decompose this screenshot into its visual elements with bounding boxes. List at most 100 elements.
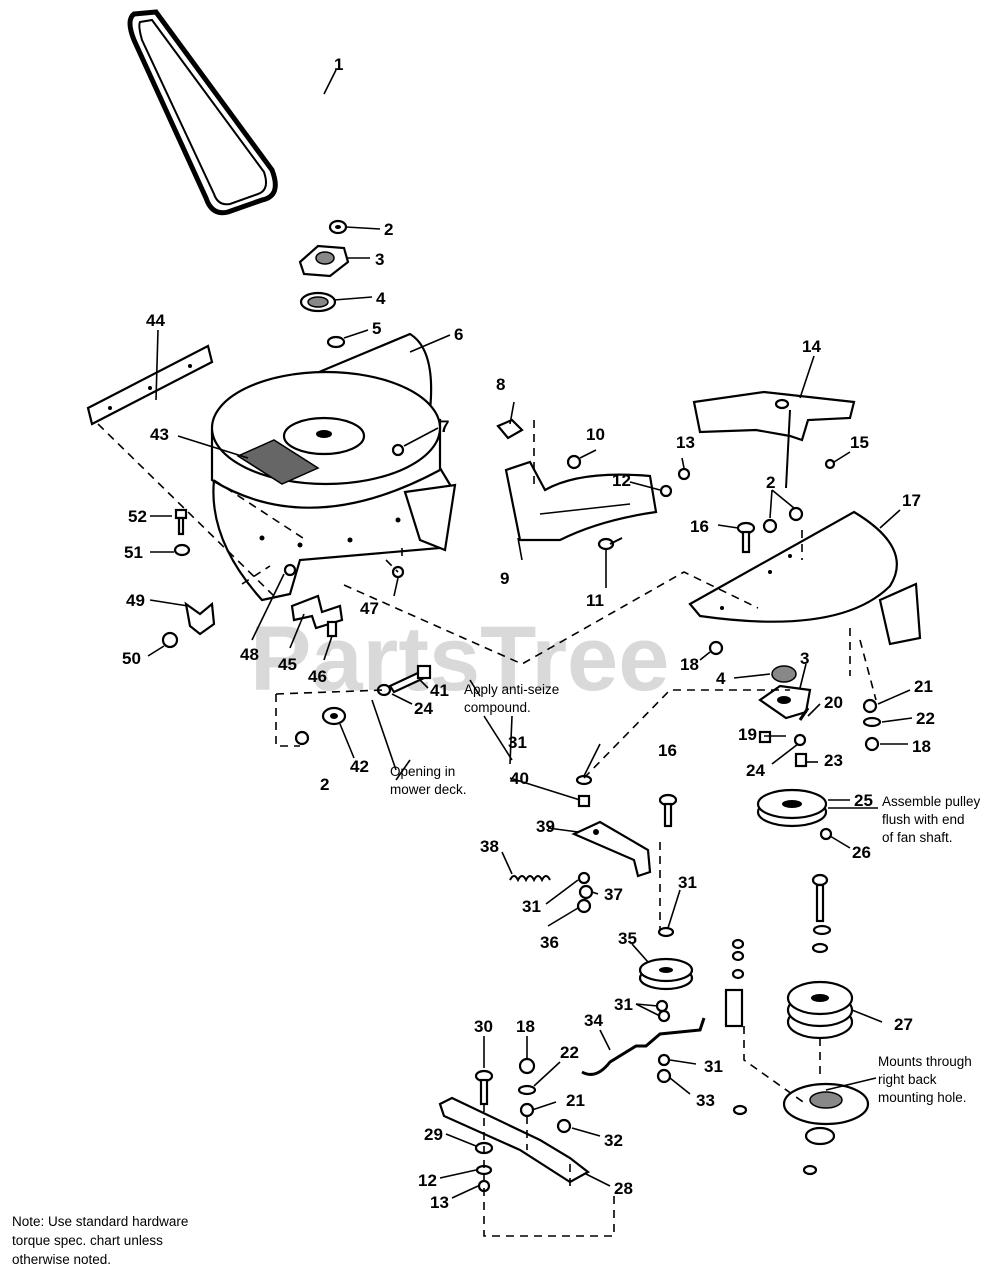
nut-18c [518,1057,536,1075]
assembly-lines [97,420,877,1237]
callout-51: 51 [124,543,143,562]
callout-43: 43 [150,425,169,444]
callout-16b: 16 [658,741,677,760]
callout-31a: 31 [508,733,527,752]
callout-44: 44 [146,311,165,330]
screw-26 [819,827,833,841]
callout-13b: 13 [430,1193,449,1212]
note-anti-seize: Apply anti-seize compound. [464,682,559,715]
note-assemble-pulley: Assemble pulley flush with end of fan sh… [882,794,981,845]
washer-22b [517,1084,537,1096]
callout-46: 46 [308,667,327,686]
washer-22a [862,716,882,728]
nut-50 [161,631,179,649]
bearing-flange-3b [758,684,812,720]
callout-31b: 31 [522,897,541,916]
bolt-11 [597,537,623,551]
bearing-4b [771,665,797,683]
clip-8 [496,418,524,440]
idler-arm-39 [571,820,652,878]
callout-7: 7 [440,417,449,436]
callout-4b: 4 [716,669,726,688]
nut-2c [294,730,310,746]
note-mounts-line2: right back [878,1072,937,1087]
spring-38 [509,875,551,883]
bolt-23 [794,752,808,768]
callout-3: 3 [375,250,384,269]
callout-24a: 24 [414,699,433,718]
callout-31c: 31 [678,873,697,892]
nut-48 [283,563,297,577]
callout-21a: 21 [914,677,933,696]
callout-15: 15 [850,433,869,452]
callout-31e: 31 [704,1057,723,1076]
leader-lines [147,69,913,1199]
note-anti-seize-line2: compound. [464,700,531,715]
callout-2b: 2 [766,473,775,492]
washer-12a [659,484,673,498]
watermark: PartsTree [250,608,669,710]
callout-19: 19 [738,725,757,744]
bar-44 [86,344,214,426]
callout-40: 40 [510,769,529,788]
washer-5 [326,335,346,349]
callout-49: 49 [126,591,145,610]
key-15 [824,458,836,470]
blade-28 [438,1096,590,1184]
bolt-30 [474,1069,494,1106]
nut-18a [708,640,724,656]
note-hardware-line2: torque spec. chart unless [12,1233,163,1248]
note-hardware-line3: otherwise noted. [12,1252,111,1267]
callout-29: 29 [424,1125,443,1144]
callout-22b: 22 [560,1043,579,1062]
nut-2b [762,506,804,534]
spacer-42 [321,706,347,726]
note-hardware: Note: Use standard hardware torque spec.… [12,1214,188,1267]
bolt-10 [566,454,582,470]
bolt-16b [658,793,678,828]
note-assemble-line1: Assemble pulley [882,794,981,809]
callout-17: 17 [902,491,921,510]
bolt-46 [326,620,338,638]
callout-6: 6 [454,325,463,344]
callout-27: 27 [894,1015,913,1034]
callout-36: 36 [540,933,559,952]
bearing-4 [299,291,337,313]
callout-35: 35 [618,929,637,948]
rod-34 [581,1017,706,1076]
callout-25: 25 [854,791,873,810]
callout-41: 41 [430,681,449,700]
note-opening: Opening in mower deck. [390,764,467,797]
bolt-52 [174,508,188,536]
spindle-hub [732,1082,870,1176]
callout-38: 38 [480,837,499,856]
callout-39: 39 [536,817,555,836]
callout-3b: 3 [800,649,809,668]
nut-21a [862,698,878,714]
nut-18b [864,736,880,752]
bearing-flange-3 [298,244,350,278]
bracket-45 [290,594,344,630]
note-mounts-line1: Mounts through [878,1054,972,1069]
washer-31b [577,871,591,885]
callout-34: 34 [584,1011,603,1030]
callout-8: 8 [496,375,505,394]
spacer-40 [577,794,591,808]
callout-2c: 2 [320,775,329,794]
callout-30: 30 [474,1017,493,1036]
callout-1: 1 [334,55,343,74]
nut-13a [677,467,691,481]
callout-14: 14 [802,337,821,356]
deflector-9 [504,460,658,542]
washers-31d [655,999,671,1023]
wing-nut-49 [184,601,216,636]
callout-labels: 1 2 3 4 5 6 7 8 9 10 11 12 13 14 15 16 2… [122,55,935,1212]
left-stack [724,938,745,1028]
nut-32 [556,1118,572,1134]
callout-24b: 24 [746,761,765,780]
nut-51 [173,543,191,557]
fan-blade-14 [692,390,856,489]
note-assemble-line2: flush with end [882,812,965,827]
nut-21b [519,1102,535,1118]
